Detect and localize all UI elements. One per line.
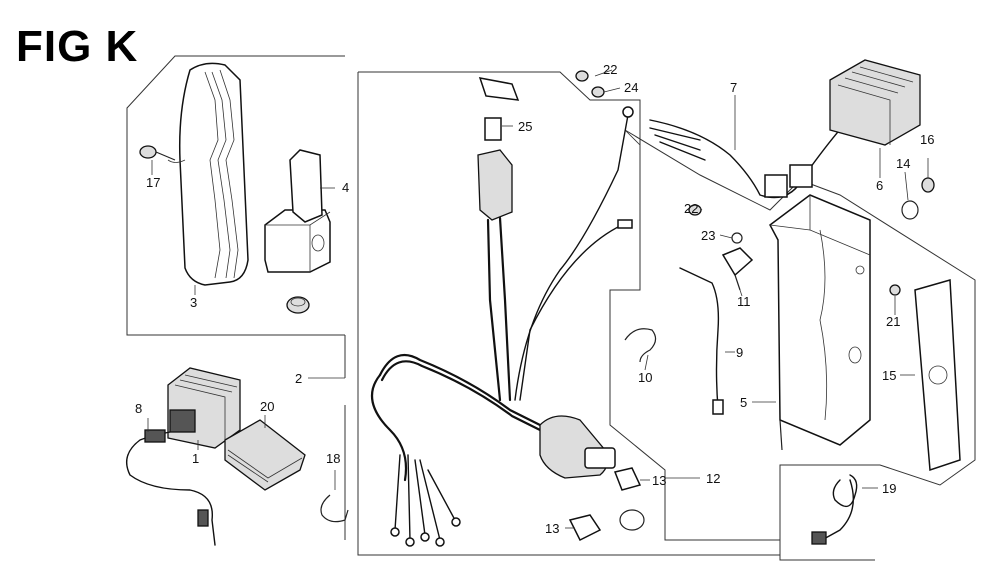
- grommet: [286, 296, 310, 314]
- callout-2: 2: [295, 371, 302, 386]
- callout-24: 24: [624, 80, 638, 95]
- callout-18: 18: [326, 451, 340, 466]
- callout-14: 14: [896, 156, 910, 171]
- callout-19: 19: [882, 481, 896, 496]
- callout-9: 9: [736, 345, 743, 360]
- part-13-key-upper: [613, 467, 642, 491]
- callout-6: 6: [876, 178, 883, 193]
- part-9-wire: [679, 267, 724, 415]
- callout-1: 1: [192, 451, 199, 466]
- callout-20: 20: [260, 399, 274, 414]
- callout-5: 5: [740, 395, 747, 410]
- part-3-cover: [167, 62, 249, 286]
- part-14-washer: [901, 200, 919, 220]
- part-22-nut-right: [688, 204, 702, 216]
- callout-11: 11: [737, 294, 751, 309]
- callout-22-right: 22: [684, 201, 698, 216]
- callout-3: 3: [190, 295, 197, 310]
- callout-21: 21: [886, 314, 900, 329]
- part-19-wire: [811, 474, 858, 545]
- part-5-panel: [769, 194, 871, 451]
- callout-10: 10: [638, 370, 652, 385]
- part-11-terminal: [721, 247, 754, 291]
- callout-23: 23: [701, 228, 715, 243]
- part-8-wire: [126, 429, 216, 546]
- leader-lines: [147, 69, 929, 529]
- figure-title: FIG K: [16, 22, 139, 71]
- part-17-screw: [139, 145, 176, 161]
- o-ring: [619, 509, 645, 531]
- callout-13-upper: 13: [652, 473, 666, 488]
- part-22-24-nut: [575, 70, 605, 98]
- part-4-bracket: [264, 149, 331, 273]
- callout-17: 17: [146, 175, 160, 190]
- part-1-regulator: [167, 367, 241, 449]
- callout-8: 8: [135, 401, 142, 416]
- part-16-bolt: [921, 177, 935, 193]
- part-12-harness: [370, 77, 634, 547]
- part-15-gasket: [914, 279, 961, 472]
- part-6-regulator: [829, 59, 921, 146]
- part-10-clip: [624, 328, 657, 363]
- callout-4: 4: [342, 180, 349, 195]
- part-18-clip: [320, 494, 349, 523]
- callout-7: 7: [730, 80, 737, 95]
- part-7-wire: [649, 117, 851, 199]
- part-13-key-lower: [568, 514, 602, 542]
- callout-15: 15: [882, 368, 896, 383]
- part-23-washer: [731, 232, 743, 244]
- callout-16: 16: [920, 132, 934, 147]
- callout-12: 12: [706, 471, 720, 486]
- callout-22-top: 22: [603, 62, 617, 77]
- part-20-pad: [224, 419, 306, 491]
- group-boundaries: [126, 55, 976, 561]
- part-21-screw: [889, 284, 901, 296]
- callout-25: 25: [518, 119, 532, 134]
- callout-13-lower: 13: [545, 521, 559, 536]
- callout-labels: 17 4 3 2 8 20 1 18 22 24 25 7 6 16 14 22…: [135, 62, 934, 536]
